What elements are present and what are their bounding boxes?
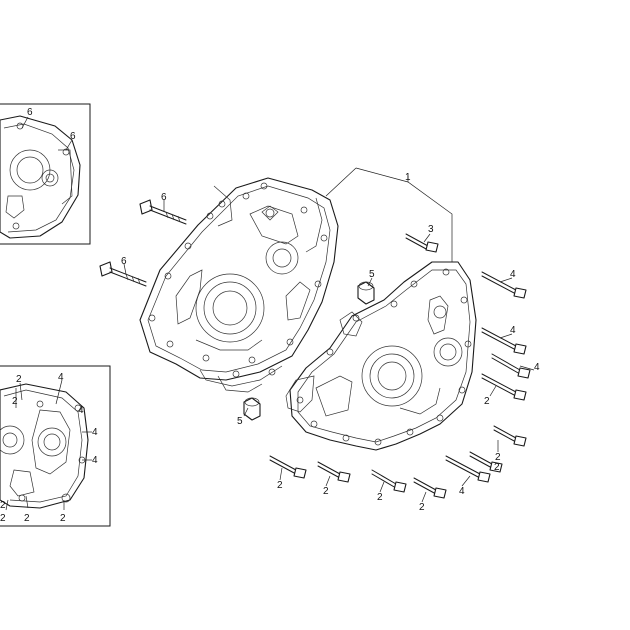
bolt-2: [493, 425, 527, 447]
crankcase-right-half: [285, 261, 477, 451]
callout-4: 4: [78, 405, 84, 416]
bolt-6-upper: [139, 199, 187, 225]
bolt-2: [317, 461, 351, 483]
callout-2: 2: [12, 396, 18, 407]
bolt-4: [481, 373, 527, 401]
callout-2: 2: [24, 513, 30, 524]
callout-2: 2: [484, 396, 490, 407]
callout-4: 4: [92, 427, 98, 438]
callout-6: 6: [27, 107, 33, 118]
callout-2: 2: [0, 500, 6, 511]
callout-4: 4: [510, 269, 516, 280]
callout-1: 1: [405, 172, 411, 183]
callout-4: 4: [92, 455, 98, 466]
bolt-2: [413, 477, 447, 499]
crankcase-left-half: [139, 177, 339, 393]
callout-2: 2: [495, 452, 501, 463]
callout-4: 4: [534, 362, 540, 373]
bolt-2: [269, 455, 307, 479]
callout-4: 4: [459, 486, 465, 497]
callout-4: 4: [510, 325, 516, 336]
dowel-pin-upper: [357, 281, 375, 305]
callout-6: 6: [161, 192, 167, 203]
leader-lines: [123, 167, 535, 503]
bolt-3: [405, 233, 439, 253]
callout-3: 3: [428, 224, 434, 235]
callout-6: 6: [121, 256, 127, 267]
callout-2: 2: [0, 513, 6, 524]
inset-top-left: 6 6: [0, 103, 91, 245]
bolt-4: [481, 271, 527, 299]
callout-4: 4: [58, 372, 64, 383]
callout-2: 2: [494, 462, 500, 473]
callout-2: 2: [16, 374, 22, 385]
bolt-4: [491, 353, 531, 379]
bolt-4: [445, 455, 491, 483]
callout-2: 2: [60, 513, 66, 524]
callout-6: 6: [70, 131, 76, 142]
bolt-2: [371, 469, 407, 493]
callout-2: 2: [419, 502, 425, 513]
inset-bottom-left: 2 4 2 4 4 4 2 2 2 2: [0, 365, 111, 527]
dowel-pin-lower: [243, 397, 261, 421]
callout-2: 2: [323, 486, 329, 497]
bolt-4: [481, 327, 527, 355]
bolt-6-lower: [99, 261, 147, 287]
callout-2: 2: [277, 480, 283, 491]
callout-2: 2: [377, 492, 383, 503]
callouts: 1 3 6 6 5 5 4 4 4 4 2 2 2 2 2 2 2: [121, 172, 540, 513]
callout-5: 5: [237, 416, 243, 427]
callout-5: 5: [369, 269, 375, 280]
bolt-2: [469, 451, 503, 473]
